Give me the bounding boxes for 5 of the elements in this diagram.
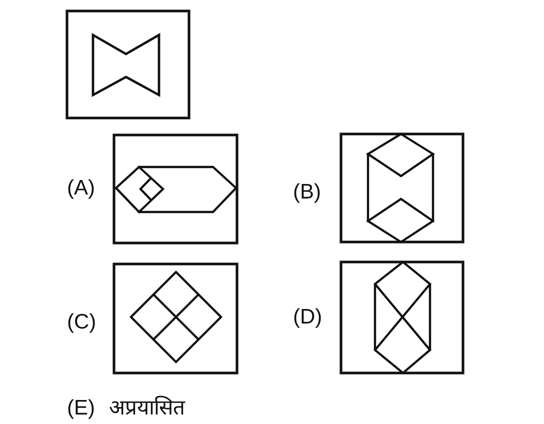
option-label: (E) अप्रयासित	[67, 395, 185, 421]
option-label: (D)	[293, 304, 322, 330]
option-label: (C)	[67, 309, 96, 335]
option-label: (B)	[293, 179, 321, 205]
option-label: (A)	[67, 175, 95, 201]
